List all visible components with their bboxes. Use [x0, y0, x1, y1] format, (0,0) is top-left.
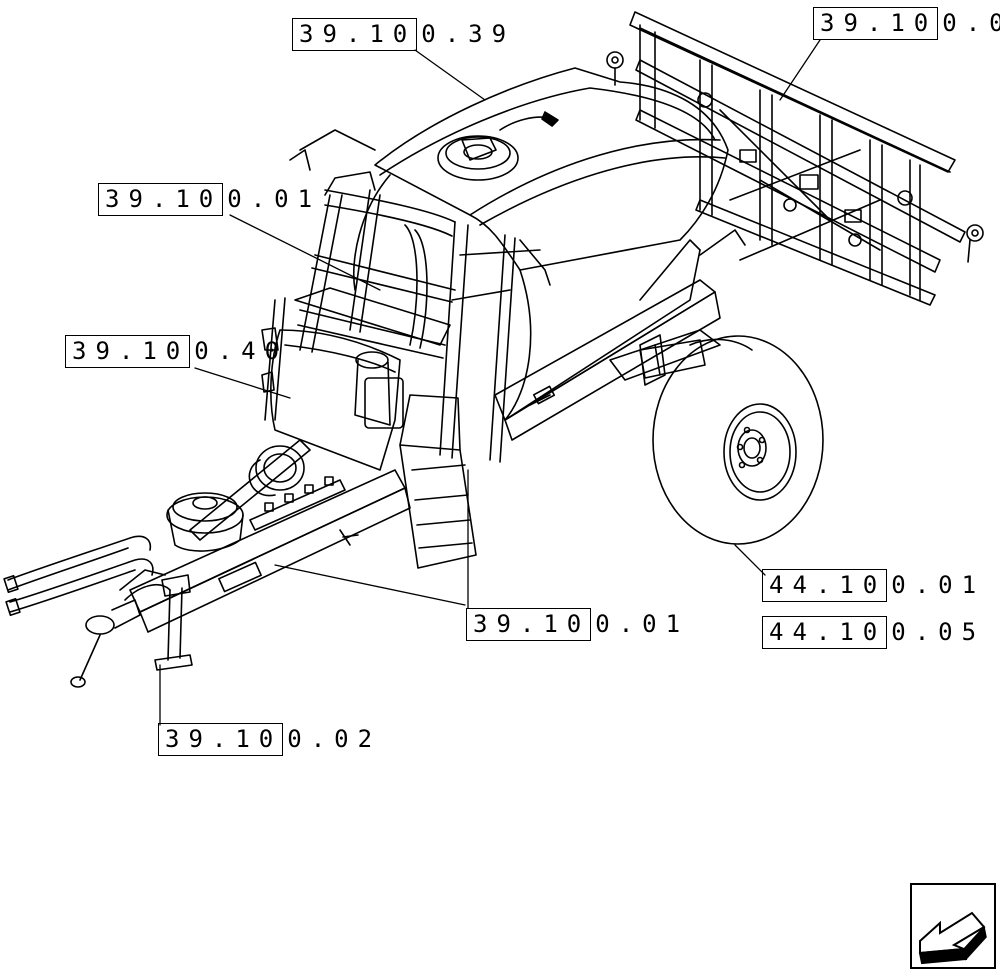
front-basket — [261, 297, 404, 471]
callout-suffix: 0.01 — [891, 571, 986, 599]
callout-suffix: 0.01 — [227, 185, 322, 213]
wheel-tire — [652, 335, 824, 545]
leader-lines — [159, 39, 821, 726]
hitch-tongue — [129, 439, 411, 633]
callout-suffix: 0.01 — [595, 610, 690, 638]
spray-tank — [352, 67, 729, 421]
callout-suffix: 0.40 — [194, 337, 289, 365]
callout-suffix: 0.0 — [942, 9, 1000, 37]
callout-boxed-number: 44.10 — [762, 569, 888, 602]
callout-boxed-number: 39.10 — [813, 7, 939, 40]
callout-boxed-number: 39.10 — [292, 18, 418, 51]
callout-boxed-number: 44.10 — [762, 616, 888, 649]
folded-boom — [606, 11, 984, 306]
ladder-platform — [289, 129, 551, 569]
previous-page-arrow-button[interactable] — [910, 883, 996, 969]
part-callout[interactable]: 39.100.0 — [813, 6, 1000, 40]
axle — [639, 339, 706, 379]
callout-suffix: 0.05 — [891, 618, 986, 646]
callout-boxed-number: 39.10 — [65, 335, 191, 368]
previous-page-arrow-icon — [910, 883, 996, 969]
jack-stand — [154, 574, 193, 671]
callout-boxed-number: 39.10 — [466, 608, 592, 641]
callout-boxed-number: 39.10 — [158, 723, 284, 756]
hitch-hoses — [3, 535, 171, 688]
callout-suffix: 0.02 — [287, 725, 382, 753]
callout-boxed-number: 39.10 — [98, 183, 224, 216]
callout-suffix: 0.39 — [421, 20, 516, 48]
chassis-frame — [494, 229, 746, 441]
